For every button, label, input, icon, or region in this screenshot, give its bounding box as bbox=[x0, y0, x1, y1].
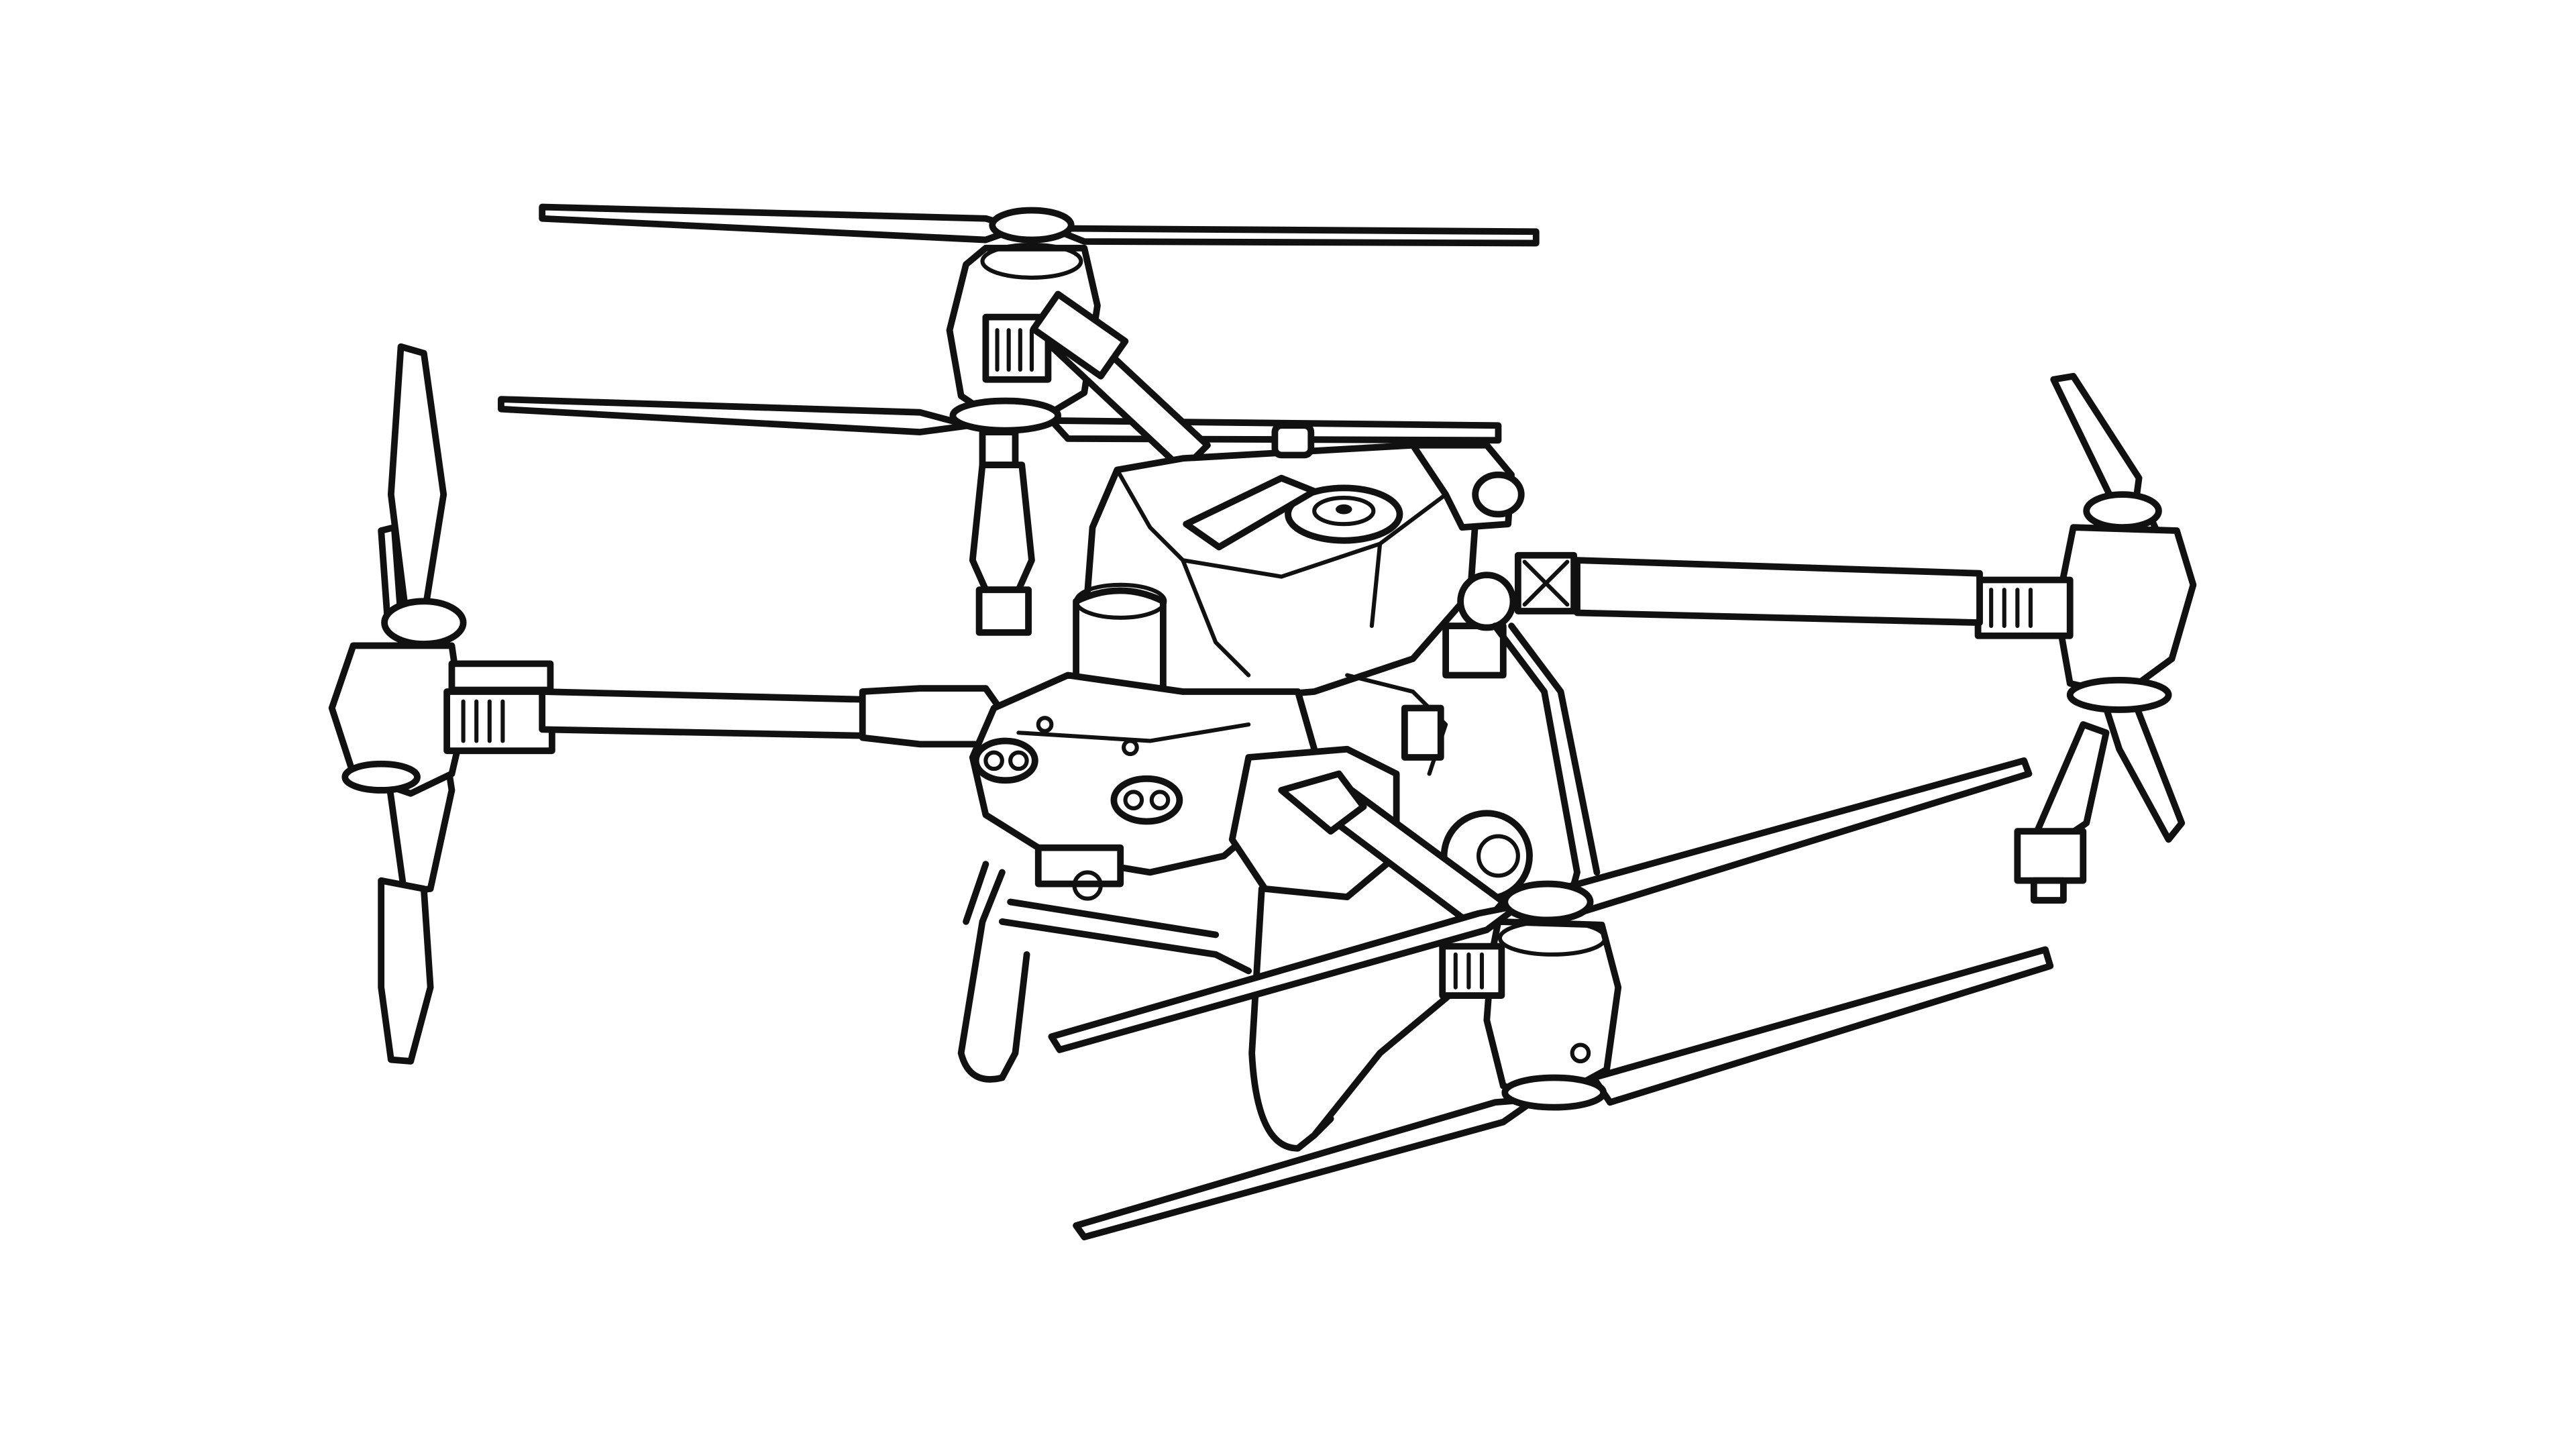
motor-base bbox=[2066, 676, 2172, 713]
motor-base bbox=[1501, 1074, 1607, 1111]
propeller-blade bbox=[378, 877, 434, 1065]
landing-skid-left bbox=[998, 918, 1252, 975]
drone-body bbox=[969, 422, 1578, 902]
propeller-blade bbox=[1590, 946, 2054, 1106]
rotor-front-left bbox=[328, 343, 555, 1065]
motor-base bbox=[341, 760, 421, 794]
prop-hub bbox=[1501, 880, 1594, 924]
lid-flap bbox=[1183, 474, 1318, 551]
prop-hub bbox=[2083, 491, 2162, 531]
esc-module bbox=[1439, 943, 1505, 999]
propeller-blade bbox=[1557, 757, 2033, 917]
propeller-blade bbox=[1048, 225, 1540, 247]
prop-hub bbox=[989, 207, 1075, 244]
gnss-antenna bbox=[1271, 422, 1315, 459]
motor-housing bbox=[2053, 524, 2197, 698]
spray-nozzle-arm bbox=[2033, 721, 2110, 843]
esc-bracket bbox=[448, 660, 554, 694]
nozzle-joint bbox=[979, 429, 1019, 468]
propeller-blade bbox=[2102, 701, 2186, 843]
motor-cap bbox=[980, 242, 1083, 280]
arm-front-right bbox=[1574, 557, 1983, 627]
arm-joint bbox=[1278, 770, 1367, 835]
motor-base bbox=[949, 397, 1062, 434]
rotor-back-right bbox=[1048, 757, 2054, 1240]
arm-clamp bbox=[1030, 290, 1129, 380]
landing-leg-left bbox=[957, 869, 1030, 1083]
arm-front-left bbox=[539, 688, 883, 740]
belly-camera bbox=[1034, 844, 1124, 888]
spray-nozzle-arm bbox=[969, 462, 1035, 594]
motor-housing bbox=[328, 642, 467, 797]
propeller-blade bbox=[539, 203, 1022, 244]
rotor-back-left bbox=[498, 203, 1540, 636]
propeller-blade bbox=[2050, 372, 2143, 506]
bracket-knob bbox=[1472, 471, 1525, 518]
nozzle-tip bbox=[2030, 877, 2067, 904]
front-camera-right bbox=[1110, 775, 1183, 825]
propeller-blade bbox=[1073, 1095, 1540, 1240]
fitting bbox=[1442, 623, 1507, 679]
spray-nozzle bbox=[975, 586, 1032, 636]
rotor-front-right bbox=[1974, 372, 2197, 904]
propeller-blade bbox=[498, 396, 973, 435]
prop-hub bbox=[381, 598, 467, 647]
landing-leg-right bbox=[1248, 885, 1334, 1152]
fitting bbox=[1401, 704, 1444, 761]
propeller-blade bbox=[1048, 902, 1523, 1053]
spray-nozzle bbox=[2014, 828, 2087, 884]
hinge bbox=[1457, 572, 1517, 631]
pump-assembly bbox=[1228, 745, 1400, 901]
